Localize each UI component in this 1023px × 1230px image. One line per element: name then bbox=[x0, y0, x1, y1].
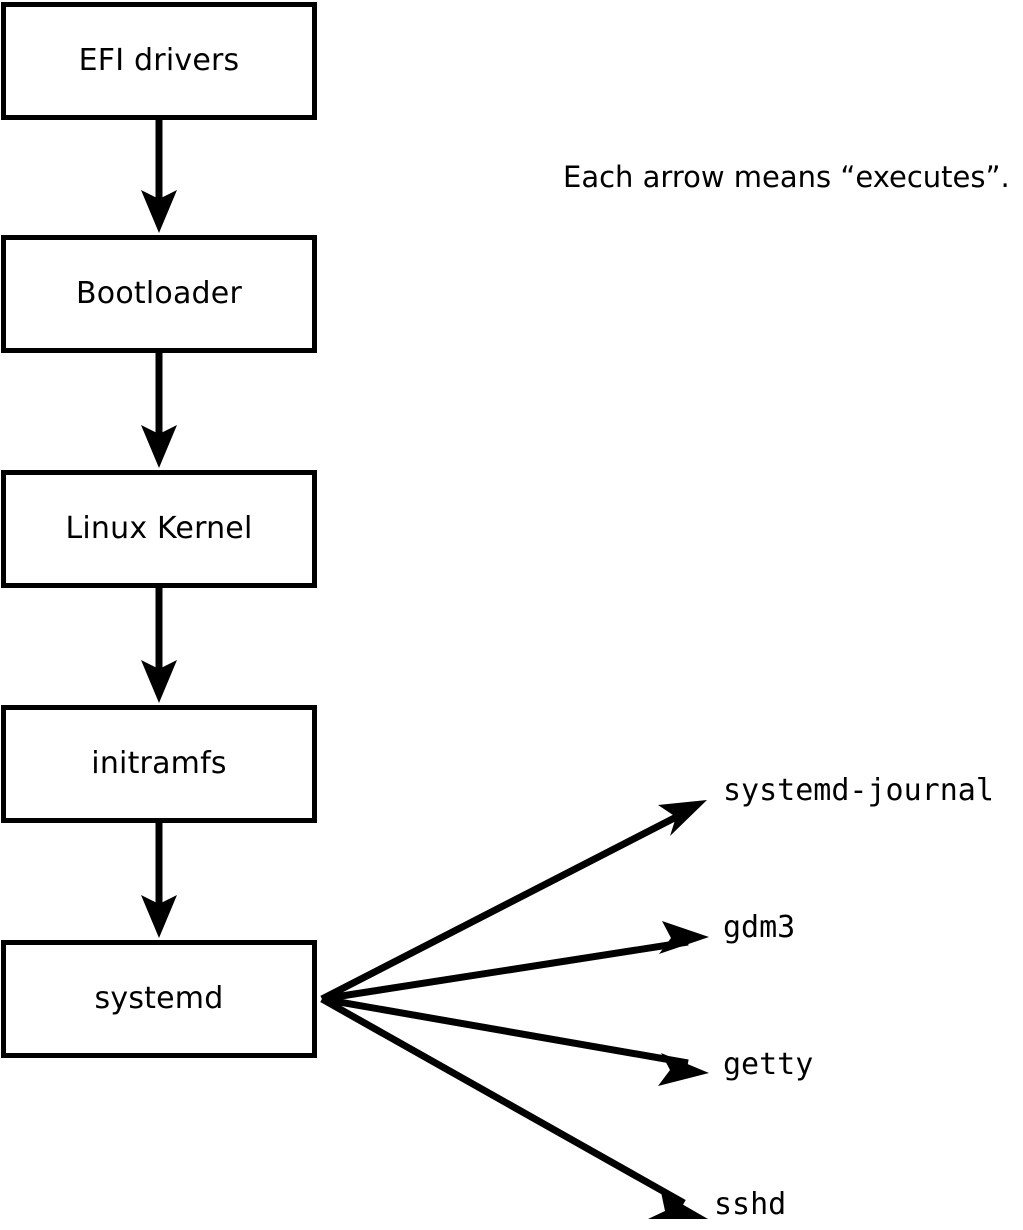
edge-bootloader-to-linux-kernel bbox=[141, 352, 177, 468]
service-label-systemd-journal[interactable]: systemd-journal bbox=[723, 773, 994, 808]
node-linux-kernel-label: Linux Kernel bbox=[65, 511, 253, 546]
edge-initramfs-to-systemd bbox=[141, 822, 177, 938]
edge-systemd-to-gdm3 bbox=[321, 921, 709, 1003]
node-efi-drivers[interactable]: EFI drivers bbox=[1, 2, 317, 120]
node-linux-kernel[interactable]: Linux Kernel bbox=[1, 470, 317, 588]
legend-caption: Each arrow means “executes”. bbox=[563, 160, 1010, 194]
edge-linux-kernel-to-initramfs bbox=[141, 588, 177, 703]
node-efi-drivers-label: EFI drivers bbox=[78, 43, 240, 78]
node-systemd[interactable]: systemd bbox=[1, 940, 317, 1058]
service-label-gdm3[interactable]: gdm3 bbox=[723, 910, 796, 945]
node-bootloader-label: Bootloader bbox=[76, 276, 242, 311]
edge-systemd-to-sshd bbox=[320, 995, 708, 1219]
node-systemd-label: systemd bbox=[94, 981, 224, 1016]
edge-systemd-to-getty bbox=[321, 995, 709, 1086]
edge-efi-drivers-to-bootloader bbox=[141, 117, 177, 233]
node-initramfs[interactable]: initramfs bbox=[1, 705, 317, 823]
node-bootloader[interactable]: Bootloader bbox=[1, 235, 317, 353]
edge-systemd-to-systemd-journal bbox=[320, 800, 707, 1003]
node-initramfs-label: initramfs bbox=[91, 746, 227, 781]
service-label-sshd[interactable]: sshd bbox=[714, 1187, 787, 1222]
service-label-getty[interactable]: getty bbox=[723, 1047, 814, 1082]
